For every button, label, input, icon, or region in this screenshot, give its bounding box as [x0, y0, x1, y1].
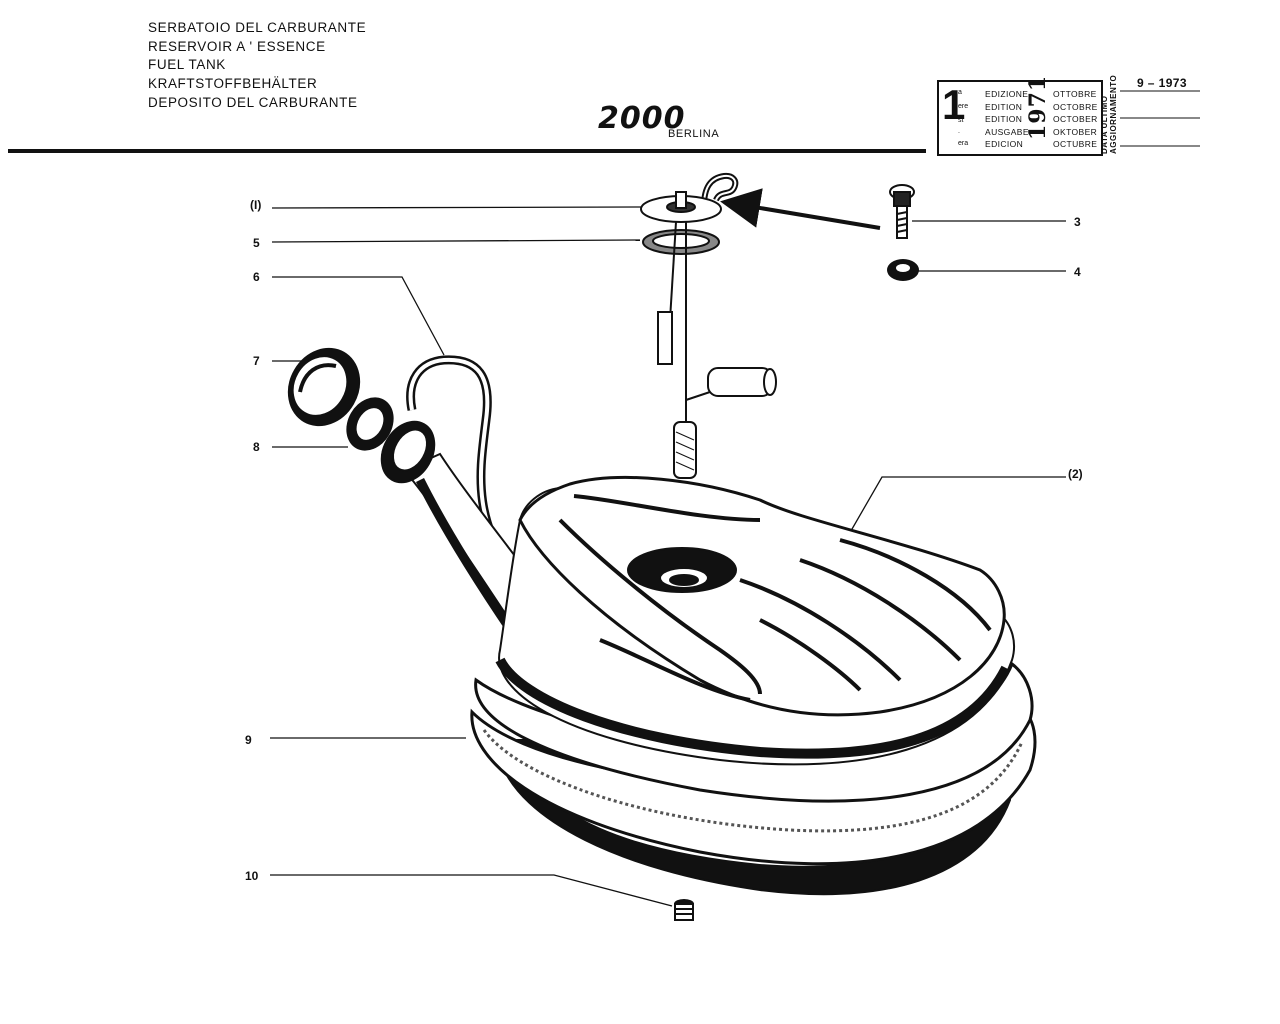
callout-label-5: 5: [253, 236, 260, 250]
edition-box: 1 a ere st . era EDIZIONE EDITION EDITIO…: [937, 75, 1103, 156]
title-italian: SERBATOIO DEL CARBURANTE: [148, 20, 367, 35]
fuel-tank-part-2: [470, 476, 1037, 896]
edition-superscript: st: [958, 117, 964, 124]
title-spanish: DEPOSITO DEL CARBURANTE: [148, 94, 358, 110]
leader-line-2: [847, 476, 1066, 537]
header-rule: [8, 149, 926, 153]
leader-lines: [270, 206, 1066, 907]
callout-label-7: 7: [253, 354, 260, 368]
edition-number: 1: [942, 81, 966, 128]
edition-superscript: .: [958, 128, 960, 135]
title-german: KRAFTSTOFFBEHÄLTER: [148, 76, 318, 92]
callout-label-3: 3: [1074, 215, 1081, 229]
callout-label-9: 9: [245, 733, 252, 747]
leader-line-6: [272, 276, 445, 356]
title-block: SERBATOIO DEL CARBURANTE RESERVOIR A ' E…: [148, 19, 366, 113]
leader-line-I: [271, 206, 645, 209]
callout-label-6: 6: [253, 270, 260, 284]
edition-label: EDICION: [985, 139, 1024, 150]
pointer-arrow: [720, 188, 881, 230]
edition-month: OCTOBRE: [1053, 101, 1098, 112]
edition-month: OCTOBER: [1053, 114, 1098, 125]
callout-label-2: (2): [1068, 467, 1083, 481]
breather-hose-part-6: [406, 355, 524, 587]
leader-line-10: [270, 874, 673, 907]
edition-superscript: era: [958, 140, 969, 147]
edition-month: OCTUBRE: [1053, 139, 1098, 150]
leader-line-5: [271, 239, 641, 243]
edition-month: OKTOBER: [1053, 126, 1098, 137]
bolt-part-3: [889, 184, 915, 239]
edition-label: EDITION: [985, 101, 1023, 112]
edition-months: OTTOBRE OCTOBRE OCTOBER OKTOBER OCTUBRE: [1053, 88, 1098, 151]
callout-label-10: 10: [245, 869, 259, 883]
callout-label-I: (I): [250, 198, 262, 212]
fuel-level-sender-part-I: [640, 172, 777, 479]
model-name: BERLINA: [668, 128, 720, 140]
filler-cap-part-7: [287, 347, 361, 427]
edition-superscript: a: [958, 89, 962, 96]
title-english: FUEL TANK: [148, 57, 226, 73]
update-lines: [1120, 90, 1200, 147]
washer-part-4: [887, 259, 919, 281]
edition-label: EDITION: [985, 114, 1023, 125]
title-french: RESERVOIR A ' ESSENCE: [148, 38, 326, 54]
callout-label-4: 4: [1074, 265, 1081, 279]
drain-plug-part-10: [674, 899, 694, 921]
edition-label: AUSGABE: [985, 126, 1029, 137]
edition-superscript: ere: [958, 103, 969, 110]
last-update-value: 9 – 1973: [1137, 76, 1187, 90]
edition-month: OTTOBRE: [1053, 89, 1097, 99]
model-logo: 2000: [598, 101, 686, 136]
callout-label-8: 8: [253, 440, 260, 454]
edition-label: EDIZIONE: [985, 89, 1029, 99]
filler-gasket-part-8: [346, 397, 394, 451]
edition-labels: EDIZIONE EDITION EDITION AUSGABE EDICION: [985, 88, 1029, 151]
